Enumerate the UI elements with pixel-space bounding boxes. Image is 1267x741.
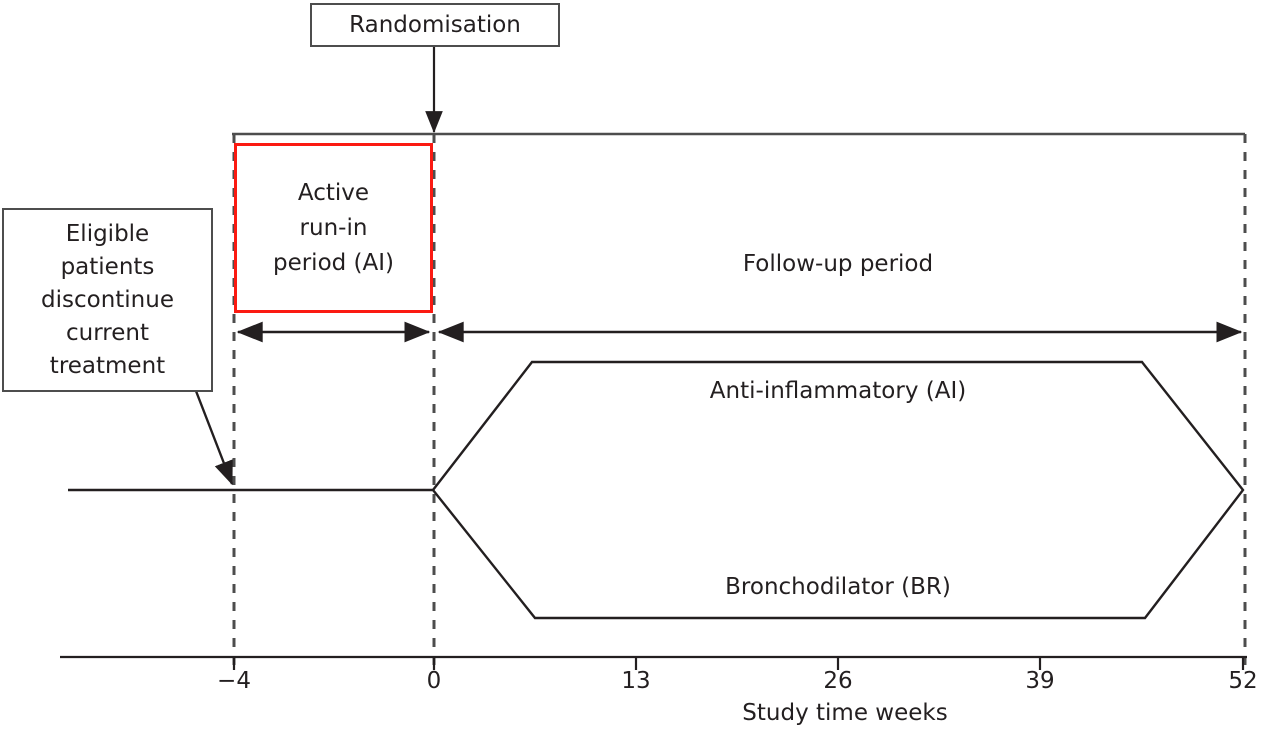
randomisation-box: Randomisation [310,3,560,47]
eligible-line-3: discontinue [41,286,174,313]
eligible-patients-box: Eligible patients discontinue current tr… [2,208,213,392]
bronchodilator-arm-label: Bronchodilator (BR) [725,574,951,600]
anti-inflammatory-arm-label: Anti-inflammatory (AI) [709,378,967,404]
x-tick-label-52: 52 [1228,668,1258,694]
eligible-line-4: current [66,319,149,346]
follow-up-period-label: Follow-up period [742,251,934,277]
x-tick-label-0: 0 [426,668,442,694]
x-tick-label-minus4: −4 [217,668,251,694]
eligible-line-1: Eligible [65,220,150,247]
run-in-line-1: Active [297,179,370,206]
run-in-line-2: run-in [299,214,368,241]
randomisation-label: Randomisation [349,12,521,38]
eligible-line-5: treatment [49,352,166,379]
x-tick-label-39: 39 [1025,668,1055,694]
treatment-arms-hexagon [431,360,1245,620]
active-run-in-period-box: Active run-in period (AI) [234,143,433,313]
run-in-line-3: period (AI) [272,249,395,276]
x-tick-label-26: 26 [823,668,853,694]
x-tick-label-13: 13 [621,668,651,694]
eligible-patients-arrow [194,390,234,486]
x-axis-title: Study time weeks [742,700,948,726]
eligible-line-2: patients [60,253,155,280]
x-axis-ticks [232,657,1245,670]
